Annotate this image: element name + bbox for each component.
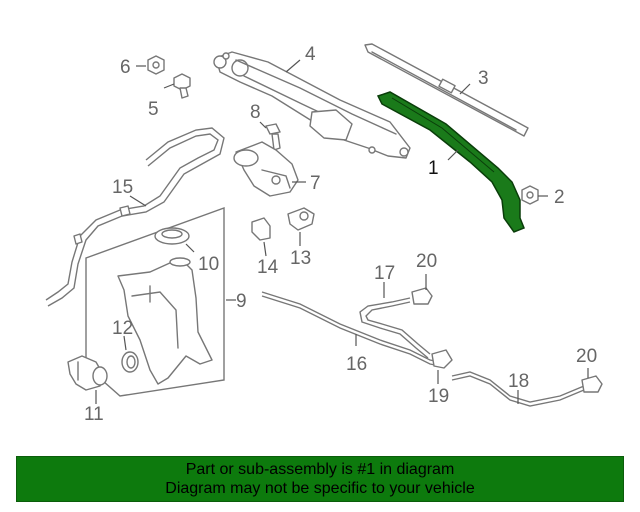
callout-3: 3 — [478, 68, 489, 89]
callout-2: 2 — [554, 187, 565, 208]
nut-small-part — [147, 55, 165, 75]
callout-18: 18 — [508, 371, 529, 392]
screw-part — [265, 123, 281, 151]
wiper-linkage-part — [213, 51, 411, 159]
callout-8: 8 — [250, 102, 261, 123]
wiper-arm-shape — [376, 91, 525, 233]
leader-3 — [459, 83, 471, 95]
connector-part — [431, 349, 453, 369]
bolt-part — [173, 73, 191, 99]
wiper-blade-part — [364, 43, 529, 137]
callout-17: 17 — [374, 263, 395, 284]
washer-nozzle-lower-part — [581, 375, 603, 393]
wiper-arm-part — [376, 91, 525, 233]
callout-1: 1 — [428, 158, 439, 179]
nut-part — [521, 185, 539, 205]
leader-8 — [259, 121, 267, 129]
callout-11: 11 — [84, 404, 104, 425]
callout-15: 15 — [112, 177, 133, 198]
callout-5: 5 — [148, 99, 159, 120]
washer-pump-part — [67, 355, 108, 391]
callout-20-lower: 20 — [576, 346, 597, 367]
leader-lines — [95, 59, 589, 404]
washer-hose-left-part — [45, 127, 225, 307]
reservoir-cap-part — [154, 227, 190, 245]
grommet-part — [121, 351, 139, 373]
callout-19: 19 — [428, 386, 449, 407]
leader-1 — [447, 149, 459, 161]
check-valve-part — [287, 207, 315, 231]
parts-diagram: 1 2 3 4 5 6 7 8 9 10 11 12 13 14 15 16 1… — [45, 43, 603, 425]
callout-14: 14 — [257, 257, 279, 278]
callout-4: 4 — [305, 44, 316, 65]
leader-4 — [285, 59, 301, 73]
washer-hose-rear-part — [451, 371, 585, 407]
leader-5 — [163, 83, 175, 89]
callout-12: 12 — [112, 318, 133, 339]
washer-reservoir-part — [117, 257, 213, 385]
washer-hose-middle-part — [261, 291, 441, 367]
callout-10: 10 — [198, 254, 219, 275]
notice-line-2: Diagram may not be specific to your vehi… — [165, 480, 475, 497]
washer-nozzle-upper-part — [411, 287, 433, 305]
washer-hose-short-part — [359, 297, 431, 359]
callout-6: 6 — [120, 57, 131, 78]
callout-20-upper: 20 — [416, 251, 437, 272]
notice-line-1: Part or sub-assembly is #1 in diagram — [185, 461, 455, 478]
callout-16: 16 — [346, 354, 367, 375]
reservoir-assembly-box — [85, 207, 225, 397]
leader-15 — [129, 195, 147, 207]
wiper-motor-part — [233, 141, 299, 197]
callout-7: 7 — [310, 173, 321, 194]
leader-10 — [185, 243, 195, 253]
callout-9: 9 — [236, 291, 247, 312]
grommet-small-part — [251, 217, 271, 241]
leader-12 — [123, 335, 127, 351]
callout-13: 13 — [290, 248, 311, 269]
callout-labels: 1 2 3 4 5 6 7 8 9 10 11 12 13 14 15 16 1… — [84, 44, 597, 425]
leader-14 — [263, 241, 267, 257]
diagram-notice-banner: Part or sub-assembly is #1 in diagram Di… — [16, 456, 624, 502]
